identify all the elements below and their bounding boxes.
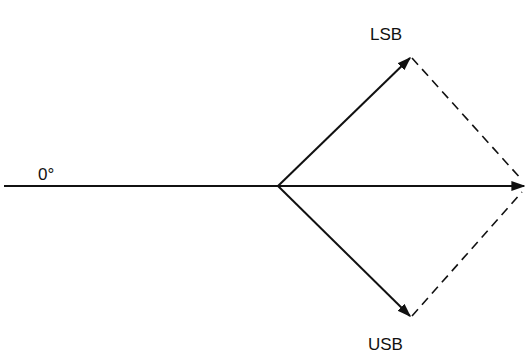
lsb-phasor <box>278 58 410 186</box>
usb-phasor <box>278 186 410 316</box>
dashed-construction-line <box>412 58 522 180</box>
dashed-construction-line <box>412 192 522 316</box>
angle-label: 0° <box>38 166 54 183</box>
sideband-label: LSB <box>370 26 402 43</box>
carrier-phasor <box>4 185 524 187</box>
sideband-label: USB <box>368 336 403 353</box>
